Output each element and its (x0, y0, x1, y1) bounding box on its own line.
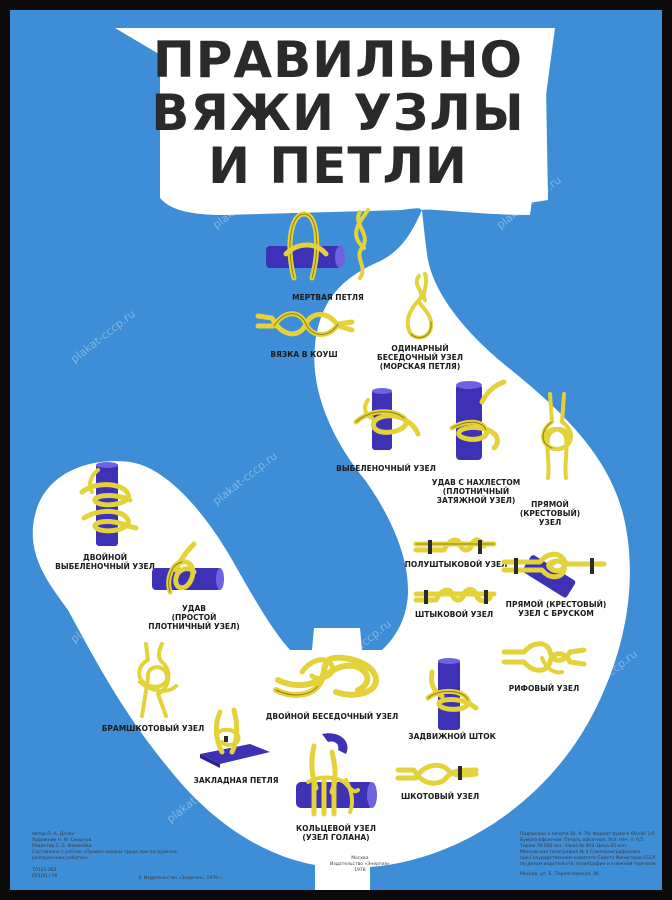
knot-illustration-udav-s-nakhlestom (449, 379, 507, 460)
knot-illustration-pryamoy-krestovy (541, 392, 573, 480)
knot-label-udav-s-nakhlestom: УДАВ С НАХЛЕСТОМ (ПЛОТНИЧНЫЙ ЗАТЯЖНОЙ УЗ… (431, 478, 521, 505)
knot-illustration-mertvaya-petlya (266, 208, 370, 281)
knot-illustration-vyazka-v-koush (255, 311, 355, 337)
knot-illustration-zakladnaya-petlya (200, 707, 270, 768)
credits-copyright: © Издательство «Энергия», 1978 г. (138, 876, 224, 881)
title-line-2: ВЯЖИ УЗЛЫ (151, 84, 525, 142)
credits-authors: Автор П. А. Долин Художник Н. Ф. Смирнов… (32, 832, 179, 861)
knot-label-odinarny-besedochny: ОДИНАРНЫЙ БЕСЕДОЧНЫЙ УЗЕЛ (МОРСКАЯ ПЕТЛЯ… (377, 344, 463, 371)
knot-label-polushtykovoy: ПОЛУШТЫКОВОЙ УЗЕЛ (404, 560, 508, 569)
hook-silhouette (32, 28, 630, 890)
knot-label-koltsevoy: КОЛЬЦЕВОЙ УЗЕЛ (УЗЕЛ ГОЛАНА) (296, 824, 376, 842)
knot-label-vyazka-v-koush: ВЯЗКА В КОУШ (270, 350, 338, 359)
credits-publisher: Москва Издательство «Энергия» 1978 (330, 856, 390, 873)
knot-illustration-zadvizhnoy-shtok (425, 658, 479, 730)
knot-illustration-rifovy (501, 641, 587, 675)
knot-label-zadvizhnoy-shtok: ЗАДВИЖНОЙ ШТОК (408, 732, 496, 741)
title-line-3: И ПЕТЛИ (208, 137, 468, 195)
knot-illustration-odinarny-besedochny (405, 272, 434, 340)
knot-label-rifovy: РИФОВЫЙ УЗЕЛ (508, 684, 580, 693)
knot-label-udav-prostoy: УДАВ (ПРОСТОЙ ПЛОТНИЧНЫЙ УЗЕЛ) (148, 604, 240, 631)
credits-address: Москва, ул. Б. Переяславская, 46 (520, 872, 599, 877)
knot-label-mertvaya-petlya: МЕРТВАЯ ПЕТЛЯ (292, 293, 364, 302)
knot-label-pryamoy-s-bruskom: ПРЯМОЙ (КРЕСТОВЫЙ) УЗЕЛ С БРУСКОМ (505, 600, 607, 618)
knot-illustration-koltsevoy (296, 733, 377, 817)
knot-label-zakladnaya-petlya: ЗАКЛАДНАЯ ПЕТЛЯ (193, 776, 279, 785)
knot-illustration-polushtykovoy (413, 537, 497, 554)
poster-sheet: plakat-cccp.ru plakat-cccp.ru plakat-ccc… (10, 10, 662, 890)
knot-illustration-shtykovoy (413, 587, 497, 604)
knot-illustration-bramshkotovy (137, 642, 178, 718)
credits-printing: Подписано к печати 30. X. 78. Формат бум… (520, 832, 656, 867)
knot-label-shkotovy: ШКОТОВЫЙ УЗЕЛ (400, 792, 480, 801)
knot-illustration-udav-prostoy (152, 541, 224, 595)
knot-label-vybelenochny: ВЫБЕЛЕНОЧНЫЙ УЗЕЛ (336, 464, 436, 473)
knot-illustration-dvoynoy-besedochny (273, 654, 379, 698)
knot-label-dvoynoy-besedochny: ДВОЙНОЙ БЕСЕДОЧНЫЙ УЗЕЛ (265, 712, 399, 721)
knot-illustration-shkotovy (395, 762, 479, 786)
knot-illustration-pryamoy-s-bruskom (501, 551, 607, 598)
credits-codes: 70105-262 051(01)-78 (32, 868, 58, 879)
title-line-1: ПРАВИЛЬНО (152, 31, 524, 89)
knot-label-pryamoy-krestovy: ПРЯМОЙ (КРЕСТОВЫЙ) УЗЕЛ (519, 500, 581, 527)
knot-label-bramshkotovy: БРАМШКОТОВЫЙ УЗЕЛ (101, 724, 205, 733)
knot-illustration-vybelenochny (353, 388, 421, 450)
knot-illustration-dvoynoy-vybelenochny (79, 462, 139, 546)
knot-label-shtykovoy: ШТЫКОВОЙ УЗЕЛ (414, 610, 494, 619)
knot-label-dvoynoy-vybelenochny: ДВОЙНОЙ ВЫБЕЛЕНОЧНЫЙ УЗЕЛ (55, 553, 155, 571)
